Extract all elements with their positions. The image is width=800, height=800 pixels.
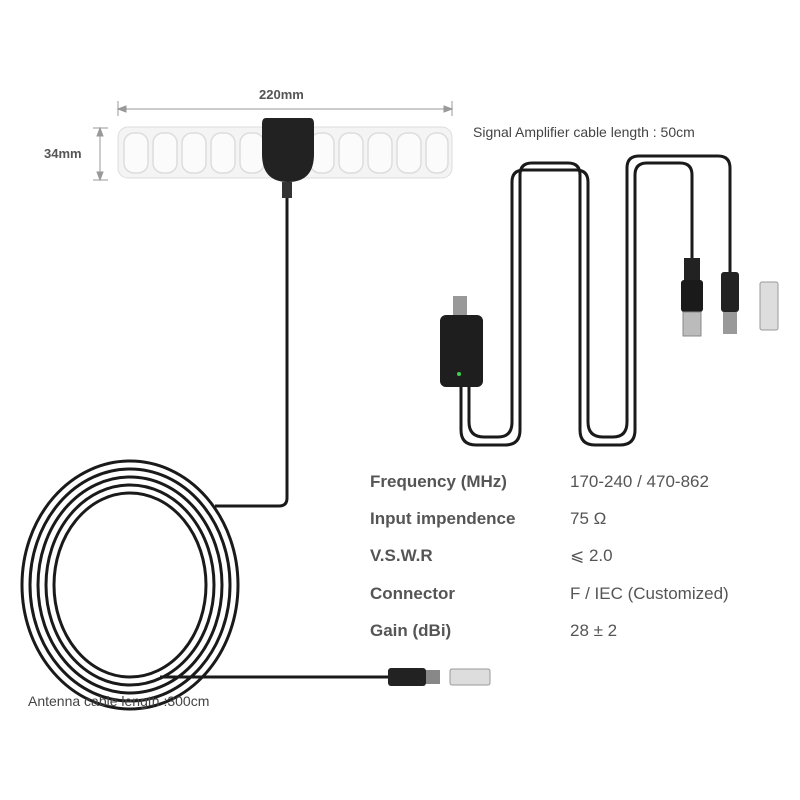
f-connector <box>388 668 440 686</box>
spec-value: F / IEC (Customized) <box>570 584 729 603</box>
width-dimension-line <box>116 101 454 116</box>
antenna-cable <box>20 198 390 711</box>
spec-key: Input impendence <box>370 509 516 528</box>
height-dimension-line <box>93 126 108 182</box>
iec-adapter <box>449 668 491 686</box>
spec-key: Gain (dBi) <box>370 621 452 640</box>
amplifier-cable <box>459 154 732 447</box>
spec-value: ⩽ 2.0 <box>570 546 613 565</box>
spec-value: 170-240 / 470-862 <box>570 472 709 491</box>
amp-f-connector <box>721 272 739 334</box>
spec-key: Connector <box>370 584 455 603</box>
amp-iec-adapter <box>759 281 779 331</box>
signal-amplifier-box <box>440 296 483 387</box>
width-label: 220mm <box>259 87 304 102</box>
usb-plug <box>681 258 703 337</box>
spec-value: 28 ± 2 <box>570 621 618 640</box>
height-label: 34mm <box>44 146 82 161</box>
spec-key: Frequency (MHz) <box>370 472 507 491</box>
spec-key: V.S.W.R <box>370 546 433 565</box>
antenna-panel <box>117 118 453 198</box>
spec-value: 75 Ω <box>570 509 607 528</box>
led-indicator-icon <box>457 372 461 376</box>
antenna-cable-label: Antenna cable length :300cm <box>28 693 210 709</box>
amplifier-cable-label: Signal Amplifier cable length : 50cm <box>473 124 695 140</box>
